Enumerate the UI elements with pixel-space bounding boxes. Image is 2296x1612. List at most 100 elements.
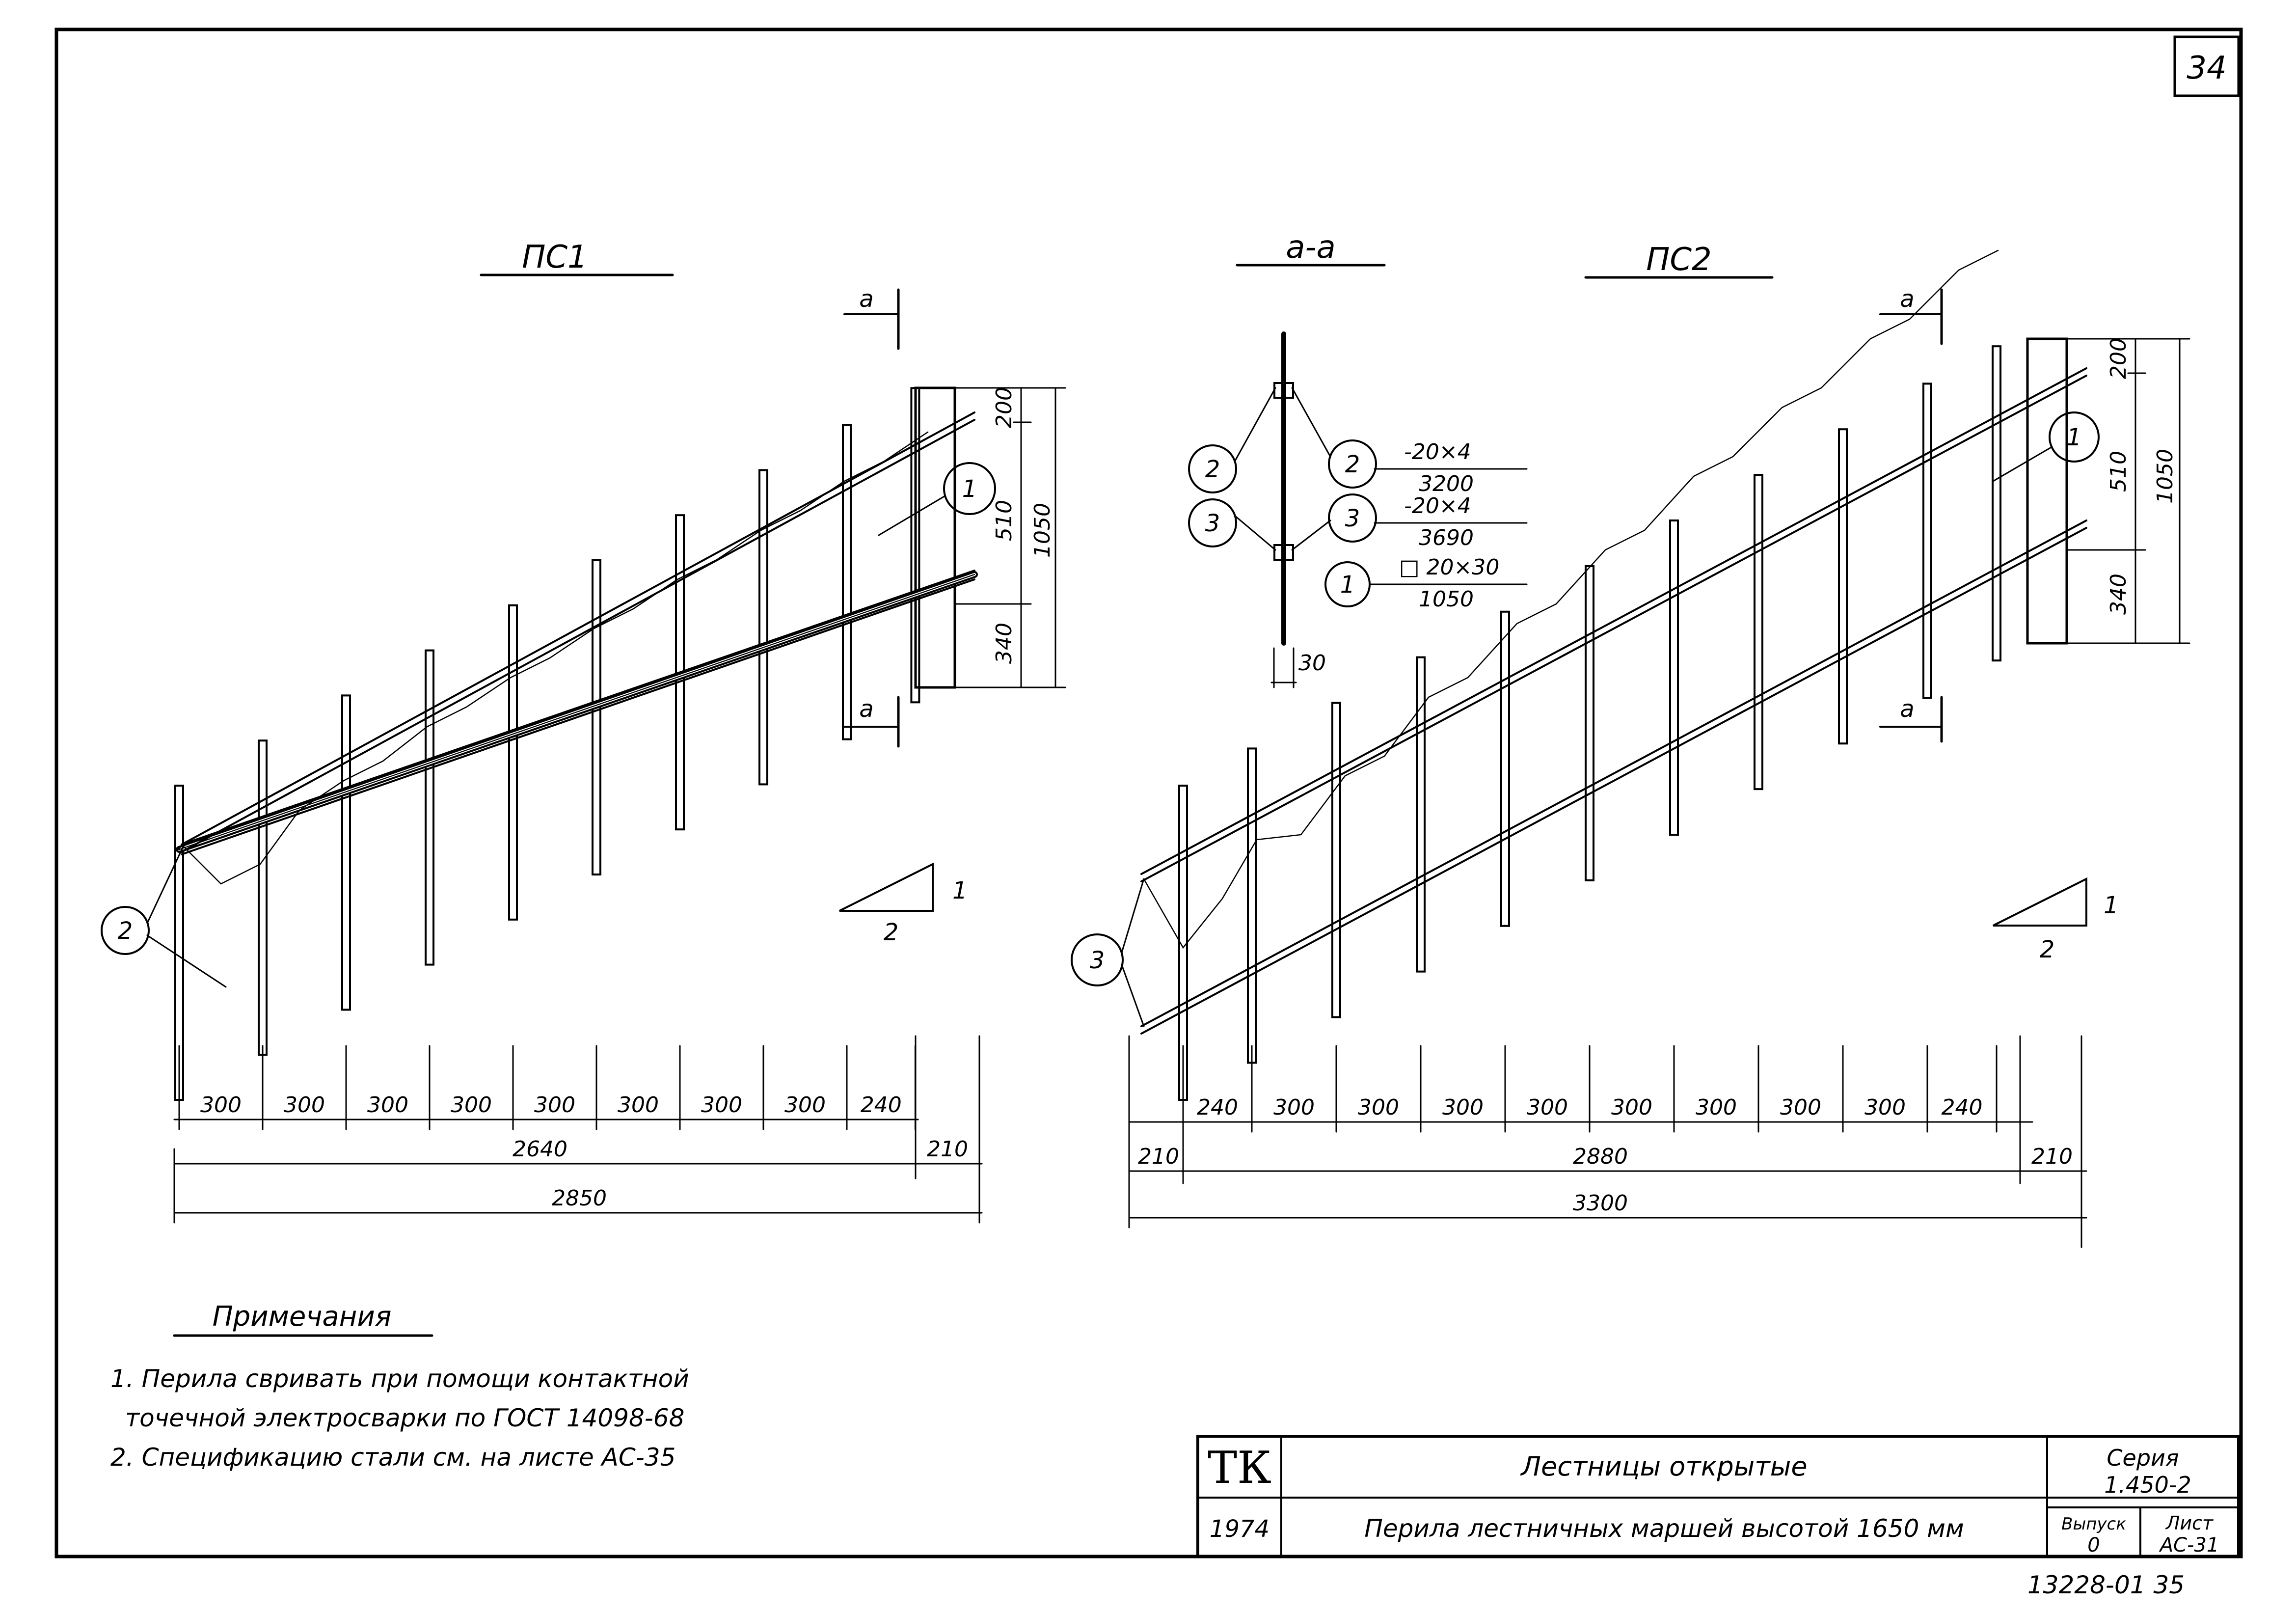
svg-text:1050: 1050 <box>1419 587 1474 612</box>
spacing-label: 300 <box>1358 1095 1399 1120</box>
ps1-end-block <box>914 386 956 689</box>
ps2-lacing <box>1143 249 1999 949</box>
ps1-height-bottom: 340 <box>992 623 1017 664</box>
ps1-drawing: ПС1 а а <box>101 239 1066 1224</box>
svg-text:2: 2 <box>1345 451 1360 478</box>
section-aa: а-а 30 2 3 2 -20×4 3200 3 -20×4 <box>1188 229 1528 688</box>
spacing-label: 300 <box>1273 1095 1315 1120</box>
ps1-slope-triangle: 1 2 <box>839 862 968 946</box>
title-sheet-label: Лист <box>2165 1512 2214 1534</box>
svg-text:-20×4: -20×4 <box>1404 493 1471 519</box>
ps1-height-top: 200 <box>992 387 1017 428</box>
title-issue-label: Выпуск <box>2061 1514 2126 1534</box>
ps2-height-top: 200 <box>2106 338 2131 379</box>
spacing-label: 300 <box>534 1093 575 1118</box>
spacing-label: 300 <box>1780 1095 1821 1120</box>
ps1-section-mark-bottom: а <box>843 695 900 748</box>
inventory-number: 13228-01 35 <box>2027 1571 2185 1599</box>
baluster <box>1500 610 1510 927</box>
ps2-slope-triangle: 1 2 <box>1993 877 2119 963</box>
ps2-dim-span: 2880 <box>1573 1144 1628 1169</box>
ps2-slope-rise: 1 <box>2104 892 2119 919</box>
ps2-end-block <box>2026 337 2068 645</box>
ps1-section-mark-top: а <box>843 285 900 350</box>
spacing-label: 300 <box>784 1093 826 1118</box>
ps2-height-bottom: 340 <box>2106 574 2131 615</box>
ps2-dim-end: 210 <box>2031 1144 2073 1169</box>
ps1-balusters <box>174 387 920 1101</box>
spacing-label: 240 <box>1942 1095 1983 1120</box>
spacing-label: 300 <box>451 1093 492 1118</box>
ps2-callout-3: 3 <box>1071 878 1145 1027</box>
baluster <box>1585 565 1594 881</box>
baluster <box>1669 519 1679 836</box>
title-block: ТК 1974 Лестницы открытые Перила лестнич… <box>1196 1435 2240 1558</box>
ps1-slope-rise: 1 <box>952 877 968 904</box>
baluster <box>910 387 920 704</box>
baluster <box>508 604 518 921</box>
svg-text:3: 3 <box>1345 505 1360 532</box>
note-line-2: точечной электросварки по ГОСТ 14098-68 <box>125 1404 684 1432</box>
ps1-dim-total: 2850 <box>552 1186 607 1211</box>
page-number-box <box>2173 35 2240 97</box>
ps1-lacing <box>181 431 929 885</box>
ps1-height-dims: 200 510 340 1050 <box>954 387 1066 688</box>
spacing-label: 300 <box>1696 1095 1737 1120</box>
spacing-label: 240 <box>861 1093 902 1118</box>
spacing-label: 300 <box>1527 1095 1568 1120</box>
svg-text:3200: 3200 <box>1419 471 1474 496</box>
ps2-callout-3-label: 3 <box>1090 947 1105 974</box>
ps1-callout-2: 2 <box>101 844 227 988</box>
spacing-label: 300 <box>701 1093 742 1118</box>
title-name: Лестницы открытые <box>1520 1451 1807 1482</box>
ps1-slope-run: 2 <box>884 919 899 946</box>
sheet-frame: 34 <box>54 27 2243 1558</box>
title-description: Перила лестничных маршей высотой 1650 мм <box>1364 1514 1964 1543</box>
ps2-dim-start: 210 <box>1138 1144 1179 1169</box>
baluster <box>425 649 434 966</box>
frame-border <box>54 27 2243 1558</box>
spacing-label: 300 <box>284 1093 325 1118</box>
section-left-callout-2: 2 <box>1205 456 1220 483</box>
section-item-1: 1 □ 20×30 1050 <box>1324 555 1528 612</box>
title-year: 1974 <box>1210 1515 1270 1543</box>
svg-text:1: 1 <box>1340 571 1355 599</box>
ps2-title: ПС2 <box>1646 242 1712 278</box>
ps1-dim-end: 210 <box>927 1137 968 1162</box>
ps2-height-mid: 510 <box>2106 451 2131 492</box>
ps1-callout-1: 1 <box>878 462 996 536</box>
ps1-top-rail <box>181 411 975 846</box>
baluster <box>1247 747 1257 1064</box>
page-number: 34 <box>2187 50 2226 86</box>
ps2-callout-1-label: 1 <box>2067 424 2082 451</box>
note-line-1: 1. Перила свривать при помощи контактной <box>110 1365 689 1393</box>
baluster <box>1416 656 1426 973</box>
spacing-label: 300 <box>367 1093 408 1118</box>
svg-text:а: а <box>1900 695 1914 723</box>
section-item-3: 3 -20×4 3690 <box>1328 493 1528 550</box>
ps2-slope-run: 2 <box>2040 936 2055 963</box>
section-width-dim: 30 <box>1298 651 1326 676</box>
ps2-height-total: 1050 <box>2153 449 2178 504</box>
ps2-section-mark-top: а <box>1879 285 1943 345</box>
ps1-dim-span: 2640 <box>513 1137 567 1162</box>
baluster <box>1992 345 2002 662</box>
spacing-label: 300 <box>200 1093 242 1118</box>
section-item-2: 2 -20×4 3200 <box>1328 439 1528 496</box>
notes-heading: Примечания <box>213 1301 392 1333</box>
baluster <box>1922 383 1932 699</box>
ps1-height-mid: 510 <box>992 500 1017 541</box>
title-logo: ТК <box>1208 1442 1271 1494</box>
spacing-label: 300 <box>1611 1095 1652 1120</box>
note-line-3: 2. Спецификацию стали см. на листе АС-35 <box>110 1443 675 1472</box>
title-sheet: АС-31 <box>2159 1534 2219 1557</box>
title-issue: 0 <box>2087 1534 2100 1557</box>
baluster <box>1331 702 1341 1018</box>
baluster <box>758 469 768 786</box>
notes: Примечания 1. Перила свривать при помощи… <box>110 1301 689 1472</box>
section-title: а-а <box>1286 229 1336 266</box>
ps2-height-dims: 200 510 340 1050 <box>2066 338 2190 644</box>
svg-text:□ 20×30: □ 20×30 <box>1399 555 1499 580</box>
baluster <box>592 559 601 875</box>
